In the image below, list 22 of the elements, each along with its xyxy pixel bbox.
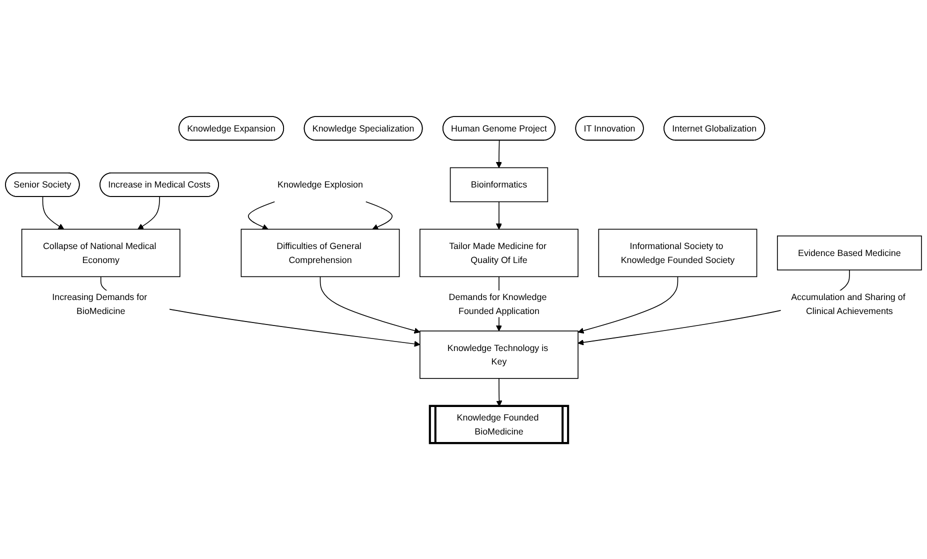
node-box: Informational Society to Knowledge Founded Society (598, 228, 758, 277)
arrow (248, 201, 276, 230)
node-text: Knowledge Explosion (278, 179, 363, 190)
arrow (578, 269, 850, 346)
arrow (365, 201, 393, 230)
arrow (138, 196, 160, 230)
arrow (496, 201, 502, 230)
node-box: Tailor Made Medicine for Quality Of Life (420, 228, 578, 277)
node-box: Collapse of National Medical Economy (21, 228, 180, 277)
arrow (496, 140, 502, 168)
edge-label: Increasing Demands for BioMedicine (52, 292, 148, 316)
arrow (320, 276, 420, 334)
edge-label: Demands for Knowledge Founded Application (448, 292, 547, 316)
edge-label: Accumulation and Sharing of Clinical Achievements (791, 292, 906, 316)
node-box: Knowledge Technology is Key (420, 330, 578, 379)
node-box: Evidence Based Medicine (777, 235, 922, 270)
arrow (578, 276, 678, 334)
node-box: Difficulties of General Comprehension (240, 228, 400, 277)
arrow (42, 196, 64, 230)
arrow (100, 276, 420, 347)
node-box: Bioinformatics (450, 167, 548, 202)
arrow (496, 378, 502, 406)
